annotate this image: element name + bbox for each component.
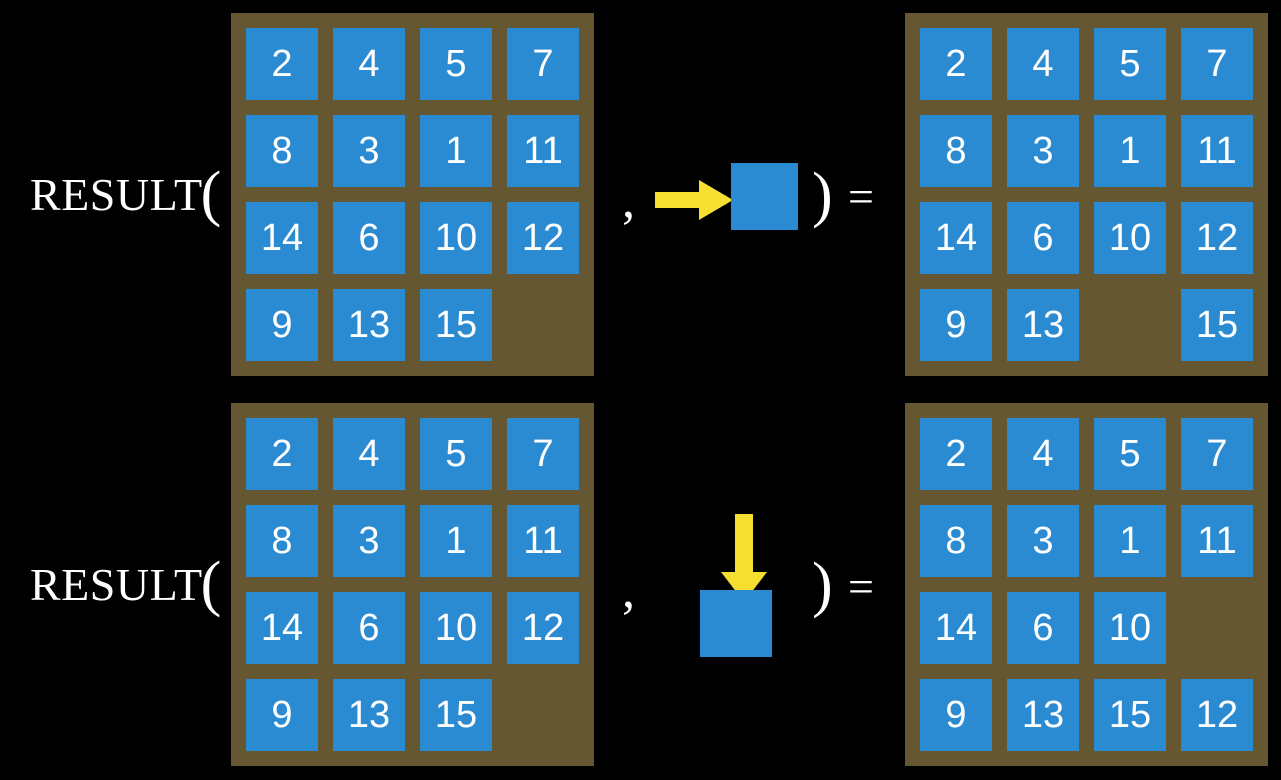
puzzle-tile[interactable]: 13 — [1007, 289, 1079, 361]
puzzle-tile[interactable]: 5 — [420, 28, 492, 100]
puzzle-tile[interactable]: 5 — [420, 418, 492, 490]
puzzle-tile[interactable]: 13 — [333, 289, 405, 361]
puzzle-empty-cell — [1094, 289, 1166, 361]
puzzle-tile[interactable]: 6 — [333, 202, 405, 274]
puzzle-tile[interactable]: 10 — [1094, 202, 1166, 274]
puzzle-tile[interactable]: 15 — [420, 289, 492, 361]
arrow-right-icon — [655, 180, 733, 220]
moving-tile-top — [731, 163, 798, 230]
puzzle-tile[interactable]: 4 — [333, 418, 405, 490]
operator-group-top: , ) = — [600, 0, 900, 390]
puzzle-tile[interactable]: 1 — [1094, 115, 1166, 187]
puzzle-tile[interactable]: 9 — [246, 679, 318, 751]
puzzle-tile[interactable]: 3 — [333, 115, 405, 187]
puzzle-tile[interactable]: 15 — [420, 679, 492, 751]
puzzle-tile[interactable]: 8 — [246, 115, 318, 187]
puzzle-tile[interactable]: 4 — [1007, 418, 1079, 490]
puzzle-tile[interactable]: 6 — [333, 592, 405, 664]
puzzle-tile[interactable]: 6 — [1007, 592, 1079, 664]
moving-tile-bottom — [700, 590, 772, 657]
puzzle-tile[interactable]: 7 — [1181, 418, 1253, 490]
puzzle-tile[interactable]: 15 — [1094, 679, 1166, 751]
puzzle-tile[interactable]: 15 — [1181, 289, 1253, 361]
puzzle-tile[interactable]: 6 — [1007, 202, 1079, 274]
puzzle-tile[interactable]: 7 — [507, 28, 579, 100]
puzzle-tile[interactable]: 11 — [507, 505, 579, 577]
puzzle-tile[interactable]: 12 — [1181, 679, 1253, 751]
puzzle-tile[interactable]: 14 — [246, 202, 318, 274]
operator-group-bottom: , ) = — [600, 390, 900, 780]
result-function-label-top: RESULT( — [30, 163, 222, 225]
result-word-top: RESULT — [30, 169, 203, 220]
puzzle-tile[interactable]: 11 — [1181, 115, 1253, 187]
puzzle-tile[interactable]: 2 — [246, 28, 318, 100]
puzzle-tile[interactable]: 12 — [507, 592, 579, 664]
puzzle-empty-cell — [507, 679, 579, 751]
open-paren-bottom: ( — [200, 550, 222, 618]
puzzle-tile[interactable]: 14 — [920, 592, 992, 664]
puzzle-empty-cell — [507, 289, 579, 361]
puzzle-tile[interactable]: 8 — [920, 115, 992, 187]
puzzle-tile[interactable]: 2 — [246, 418, 318, 490]
puzzle-tile[interactable]: 5 — [1094, 28, 1166, 100]
puzzle-tile[interactable]: 13 — [333, 679, 405, 751]
puzzle-tile[interactable]: 9 — [920, 679, 992, 751]
puzzle-tile[interactable]: 2 — [920, 28, 992, 100]
puzzle-tile[interactable]: 7 — [507, 418, 579, 490]
puzzle-tile[interactable]: 3 — [1007, 115, 1079, 187]
close-paren-top: ) — [812, 161, 833, 229]
puzzle-tile[interactable]: 9 — [246, 289, 318, 361]
arrow-down-icon — [721, 514, 767, 602]
puzzle-tile[interactable]: 4 — [333, 28, 405, 100]
puzzle-tile[interactable]: 4 — [1007, 28, 1079, 100]
equals-sign-bottom: = — [848, 561, 874, 612]
comma-top: , — [622, 172, 635, 229]
puzzle-tile[interactable]: 12 — [1181, 202, 1253, 274]
close-paren-bottom: ) — [812, 551, 833, 619]
puzzle-tile[interactable]: 3 — [333, 505, 405, 577]
puzzle-tile[interactable]: 13 — [1007, 679, 1079, 751]
puzzle-tile[interactable]: 9 — [920, 289, 992, 361]
result-function-label-bottom: RESULT( — [30, 553, 222, 615]
puzzle-empty-cell — [1181, 592, 1253, 664]
result-word-bottom: RESULT — [30, 559, 203, 610]
puzzle-tile[interactable]: 8 — [920, 505, 992, 577]
puzzle-tile[interactable]: 12 — [507, 202, 579, 274]
puzzle-tile[interactable]: 1 — [1094, 505, 1166, 577]
puzzle-tile[interactable]: 3 — [1007, 505, 1079, 577]
puzzle-tile[interactable]: 10 — [420, 202, 492, 274]
puzzle-tile[interactable]: 8 — [246, 505, 318, 577]
puzzle-tile[interactable]: 1 — [420, 115, 492, 187]
puzzle-tile[interactable]: 11 — [507, 115, 579, 187]
open-paren-top: ( — [200, 160, 222, 228]
comma-bottom: , — [622, 562, 635, 619]
puzzle-tile[interactable]: 7 — [1181, 28, 1253, 100]
puzzle-tile[interactable]: 10 — [1094, 592, 1166, 664]
puzzle-tile[interactable]: 1 — [420, 505, 492, 577]
puzzle-tile[interactable]: 14 — [920, 202, 992, 274]
puzzle-tile[interactable]: 5 — [1094, 418, 1166, 490]
puzzle-tile[interactable]: 11 — [1181, 505, 1253, 577]
equals-sign-top: = — [848, 171, 874, 222]
puzzle-tile[interactable]: 14 — [246, 592, 318, 664]
puzzle-tile[interactable]: 10 — [420, 592, 492, 664]
puzzle-tile[interactable]: 2 — [920, 418, 992, 490]
